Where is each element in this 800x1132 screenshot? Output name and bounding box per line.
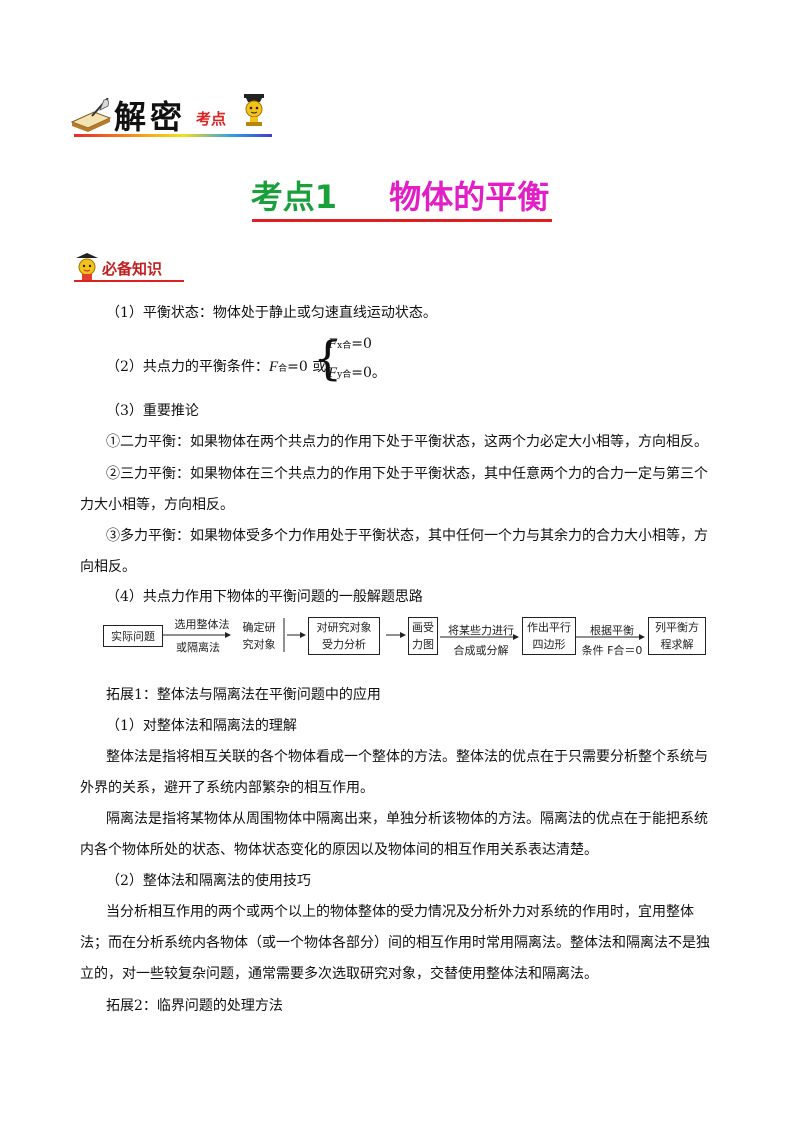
flow-box-force-analysis: 对研究对象 受力分析	[308, 617, 380, 655]
line-2-f: F	[268, 359, 279, 375]
flow-arrow-5-top: 根据平衡	[590, 624, 634, 637]
flow-box-solve-equation: 列平衡方 程求解	[648, 617, 706, 655]
line-2-prefix: （2）共点力的平衡条件：	[106, 359, 269, 375]
section-tag: 必备知识	[74, 252, 184, 284]
flow-box-actual-problem: 实际问题	[103, 625, 163, 647]
banner-word: 解密	[114, 98, 187, 136]
flow-arrow-5-bottom: 条件 F合＝0	[581, 644, 643, 657]
section-tag-label: 必备知识	[102, 260, 163, 278]
flow-box-determine-object: 确定研 究对象	[242, 621, 276, 651]
banner-stripe	[74, 134, 272, 137]
body-p6: 当分析相互作用的两个或两个以上的物体整体的受力情况及分析外力对系统的作用时，宜用…	[80, 904, 710, 982]
line-1: （1）平衡状态：物体处于静止或匀速直线运动状态。	[106, 305, 437, 321]
body-p1: 拓展1：整体法与隔离法在平衡问题中的应用	[106, 687, 381, 703]
flow-box-parallelogram: 作出平行 四边形	[522, 617, 576, 655]
flow-arrow-4-bottom: 合成或分解	[453, 644, 509, 657]
line-2: （2）共点力的平衡条件：F合=0 或	[80, 352, 746, 385]
line-6: ③多力平衡：如果物体受多个力作用处于平衡状态，其中任何一个力与其余力的合力大小相…	[80, 528, 708, 575]
title-topic: 物体的平衡	[389, 178, 550, 216]
section-tag-underline	[74, 280, 184, 282]
line-4: ①二力平衡：如果物体在两个共点力的作用下处于平衡状态，这两个力必定大小相等，方向…	[106, 434, 708, 450]
banner-small: 考点	[196, 110, 227, 128]
line-7: （4）共点力作用下物体的平衡问题的一般解题思路	[106, 589, 423, 605]
line-2-fsub: 合	[278, 364, 288, 374]
title-underline	[252, 219, 552, 222]
equation-row-1: Fx合=0	[328, 336, 372, 352]
equation-row-2: Fy合=0。	[328, 365, 386, 381]
flow-box-force-diagram: 画受 力图	[408, 617, 438, 655]
title-number: 考点1	[250, 178, 337, 216]
line-3: （3）重要推论	[106, 403, 199, 419]
flow-arrow-4-top: 将某些力进行	[448, 624, 514, 637]
page-title: 考点1 物体的平衡	[0, 172, 800, 218]
body-p7: 拓展2：临界问题的处理方法	[106, 998, 283, 1014]
flow-arrow-1-bottom: 或隔离法	[176, 641, 220, 654]
header-banner: 解密 考点	[70, 92, 280, 142]
book-quill-icon	[70, 98, 112, 132]
line-2-eq: =0 或	[287, 359, 327, 375]
body-p5: （2）整体法和隔离法的使用技巧	[106, 873, 311, 889]
body-p4: 隔离法是指将某物体从周围物体中隔离出来，单独分析该物体的方法。隔离法的优点在于能…	[80, 811, 708, 858]
trophy-mascot-icon	[244, 94, 264, 126]
body-p3: 整体法是指将相互关联的各个物体看成一个整体的方法。整体法的优点在于只需要分析整个…	[80, 749, 708, 796]
equation-brace: {	[313, 331, 343, 385]
line-5: ②三力平衡：如果物体在三个共点力的作用下处于平衡状态，其中任意两个力的合力一定与…	[80, 466, 708, 513]
cartoon-student-icon	[76, 253, 98, 280]
flow-arrow-1-top: 选用整体法	[174, 618, 230, 631]
body-p2: （1）对整体法和隔离法的理解	[106, 718, 297, 734]
